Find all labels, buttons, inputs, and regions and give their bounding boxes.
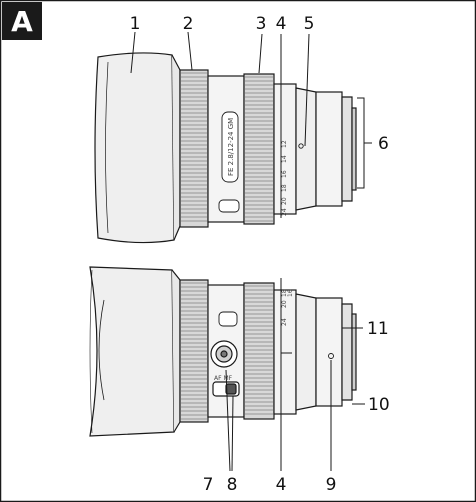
callout-10: 10 bbox=[368, 395, 390, 415]
callout-8: 8 bbox=[227, 475, 238, 495]
scale-b-20: 20 bbox=[281, 300, 288, 308]
lens-contacts-top bbox=[351, 107, 357, 191]
callouts-top: 1 2 3 4 5 6 bbox=[130, 14, 389, 154]
focus-ring-ribs-top bbox=[181, 72, 207, 222]
scale-20: 20 bbox=[281, 197, 288, 205]
scale-b-16: 16 bbox=[287, 289, 294, 297]
focal-scale-top: 12 14 16 18 20 24 bbox=[281, 140, 288, 216]
zoom-ring-ribs-bottom bbox=[245, 285, 273, 415]
scale-24: 24 bbox=[281, 208, 288, 216]
callout-3: 3 bbox=[256, 14, 267, 34]
mount-index-dot bbox=[328, 353, 334, 359]
callout-5: 5 bbox=[304, 14, 315, 34]
bottom-lens-view bbox=[89, 266, 357, 437]
lens-contacts-bottom bbox=[351, 313, 357, 391]
scale-18: 18 bbox=[281, 184, 288, 192]
focus-hold-button bbox=[218, 311, 238, 327]
callout-7: 7 bbox=[203, 475, 214, 495]
rear-body-bottom bbox=[315, 297, 343, 407]
focus-ring-top bbox=[179, 69, 209, 228]
callout-lines bbox=[130, 31, 372, 472]
scale-b-24: 24 bbox=[281, 318, 288, 326]
index-dot-top bbox=[298, 143, 304, 149]
focal-scale-bottom: 24 20 18 16 bbox=[281, 289, 294, 326]
callout-4-bottom: 4 bbox=[276, 475, 287, 495]
rear-body bbox=[315, 91, 343, 207]
lens-mount-top bbox=[341, 96, 353, 202]
scale-b-18: 18 bbox=[281, 289, 288, 297]
callout-2: 2 bbox=[183, 14, 194, 34]
lens-hood bbox=[94, 52, 175, 244]
callouts-bottom: 7 8 4 9 11 10 bbox=[203, 319, 390, 495]
lens-hood-bottom bbox=[89, 266, 175, 437]
callout-1: 1 bbox=[130, 14, 141, 34]
rear-taper-bottom bbox=[295, 293, 317, 411]
panel-letter-box bbox=[2, 2, 42, 40]
tripod-socket-center bbox=[220, 350, 228, 358]
lens-mount-bottom bbox=[341, 303, 353, 401]
scale-12: 12 bbox=[281, 140, 288, 148]
scale-16: 16 bbox=[281, 170, 288, 178]
focal-scale-section bbox=[273, 83, 297, 215]
callout-9: 9 bbox=[326, 475, 337, 495]
focus-ring-ribs-bottom bbox=[181, 282, 207, 420]
callout-6: 6 bbox=[378, 134, 389, 154]
zoom-ring-bottom bbox=[243, 282, 275, 420]
scale-14: 14 bbox=[281, 155, 288, 163]
callout-11: 11 bbox=[367, 319, 389, 339]
zoom-ring-ribs-top bbox=[245, 76, 273, 222]
af-mf-labels: AF MF bbox=[214, 375, 233, 382]
callout-4-top: 4 bbox=[276, 14, 287, 34]
panel-letter: A bbox=[11, 5, 33, 38]
af-mf-switch bbox=[225, 383, 237, 395]
lens-model-text: FE 2.8/12-24 GM bbox=[227, 118, 235, 176]
model-label-plate bbox=[221, 111, 239, 183]
lens-button bbox=[218, 199, 240, 213]
